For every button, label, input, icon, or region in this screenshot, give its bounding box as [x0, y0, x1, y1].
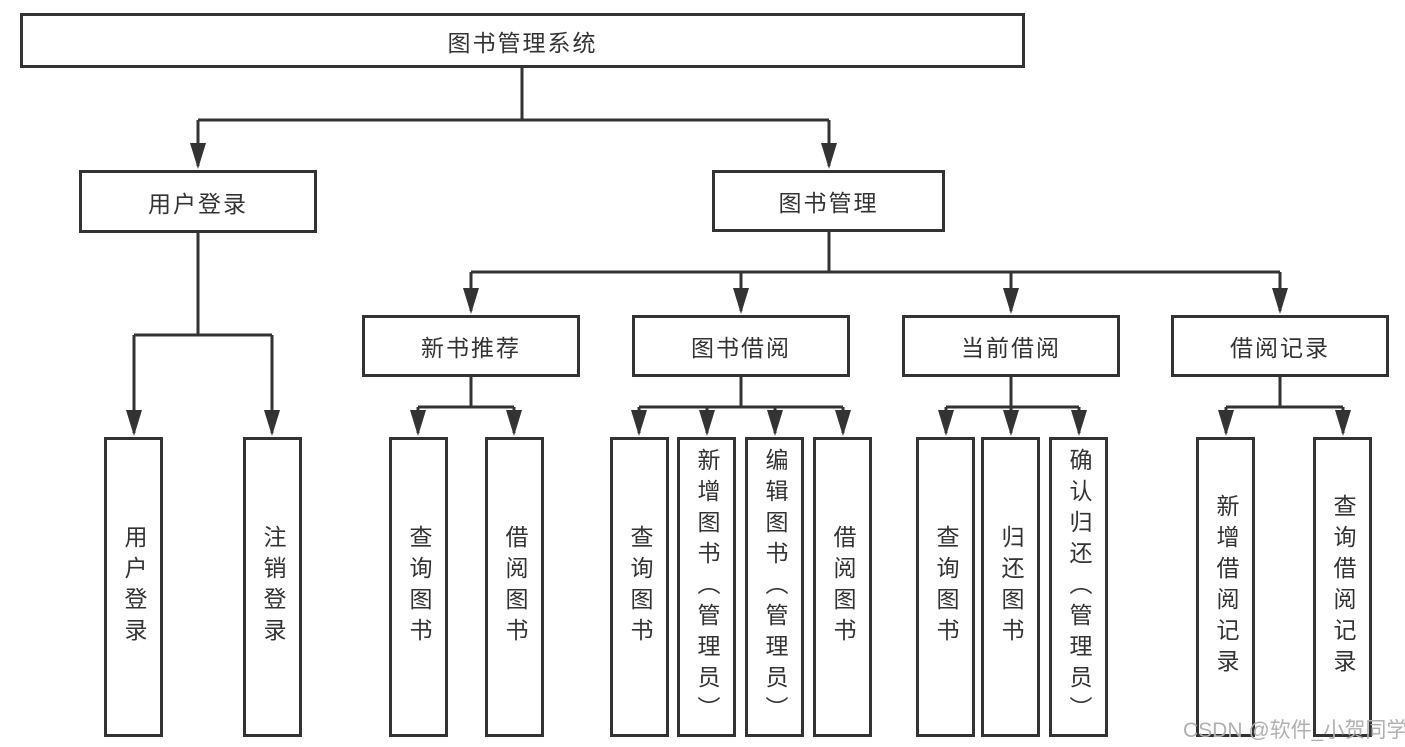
node-label: 借阅图书 [830, 525, 856, 649]
node-borrow-records: 借阅记录 [1171, 315, 1389, 377]
leaf-borrow-books-recommend: 借阅图书 [485, 437, 544, 737]
node-label: 查询借阅记录 [1330, 494, 1356, 680]
node-label: 查询图书 [627, 525, 653, 649]
leaf-return-book: 归还图书 [981, 437, 1040, 737]
node-label: 当前借阅 [961, 335, 1061, 361]
leaf-logout-login: 注销登录 [243, 437, 302, 737]
node-label: 确认归还（管理员） [1066, 447, 1092, 727]
node-label: 查询图书 [406, 525, 432, 649]
leaf-query-borrow-record: 查询借阅记录 [1313, 437, 1372, 737]
node-library-management-system: 图书管理系统 [20, 13, 1025, 68]
node-label: 注销登录 [260, 525, 286, 649]
leaf-user-login: 用户登录 [104, 437, 163, 737]
node-label: 借阅记录 [1230, 335, 1330, 361]
node-book-management: 图书管理 [712, 170, 945, 232]
node-label: 新增借阅记录 [1213, 494, 1239, 680]
leaf-query-books-borrow: 查询图书 [610, 437, 669, 737]
node-new-book-recommend: 新书推荐 [362, 315, 580, 377]
leaf-query-books-recommend: 查询图书 [389, 437, 448, 737]
leaf-borrow-books: 借阅图书 [813, 437, 872, 737]
node-user-login: 用户登录 [79, 170, 317, 233]
node-label: 归还图书 [998, 525, 1024, 649]
leaf-query-books-current: 查询图书 [916, 437, 975, 737]
node-label: 图书管理系统 [447, 29, 598, 56]
leaf-edit-book-admin: 编辑图书（管理员） [745, 437, 804, 737]
leaf-add-book-admin: 新增图书（管理员） [677, 437, 736, 737]
node-label: 编辑图书（管理员） [762, 447, 788, 727]
node-label: 新书推荐 [421, 335, 521, 361]
node-current-borrow: 当前借阅 [902, 315, 1120, 377]
node-label: 用户登录 [148, 190, 248, 217]
node-label: 新增图书（管理员） [694, 447, 720, 727]
node-label: 用户登录 [121, 525, 147, 649]
leaf-add-borrow-record: 新增借阅记录 [1196, 437, 1255, 737]
node-label: 图书借阅 [691, 335, 791, 361]
node-label: 查询图书 [933, 525, 959, 649]
node-book-borrow: 图书借阅 [632, 315, 850, 377]
leaf-confirm-return-admin: 确认归还（管理员） [1049, 437, 1108, 737]
node-label: 图书管理 [778, 190, 879, 216]
node-label: 借阅图书 [502, 525, 528, 649]
